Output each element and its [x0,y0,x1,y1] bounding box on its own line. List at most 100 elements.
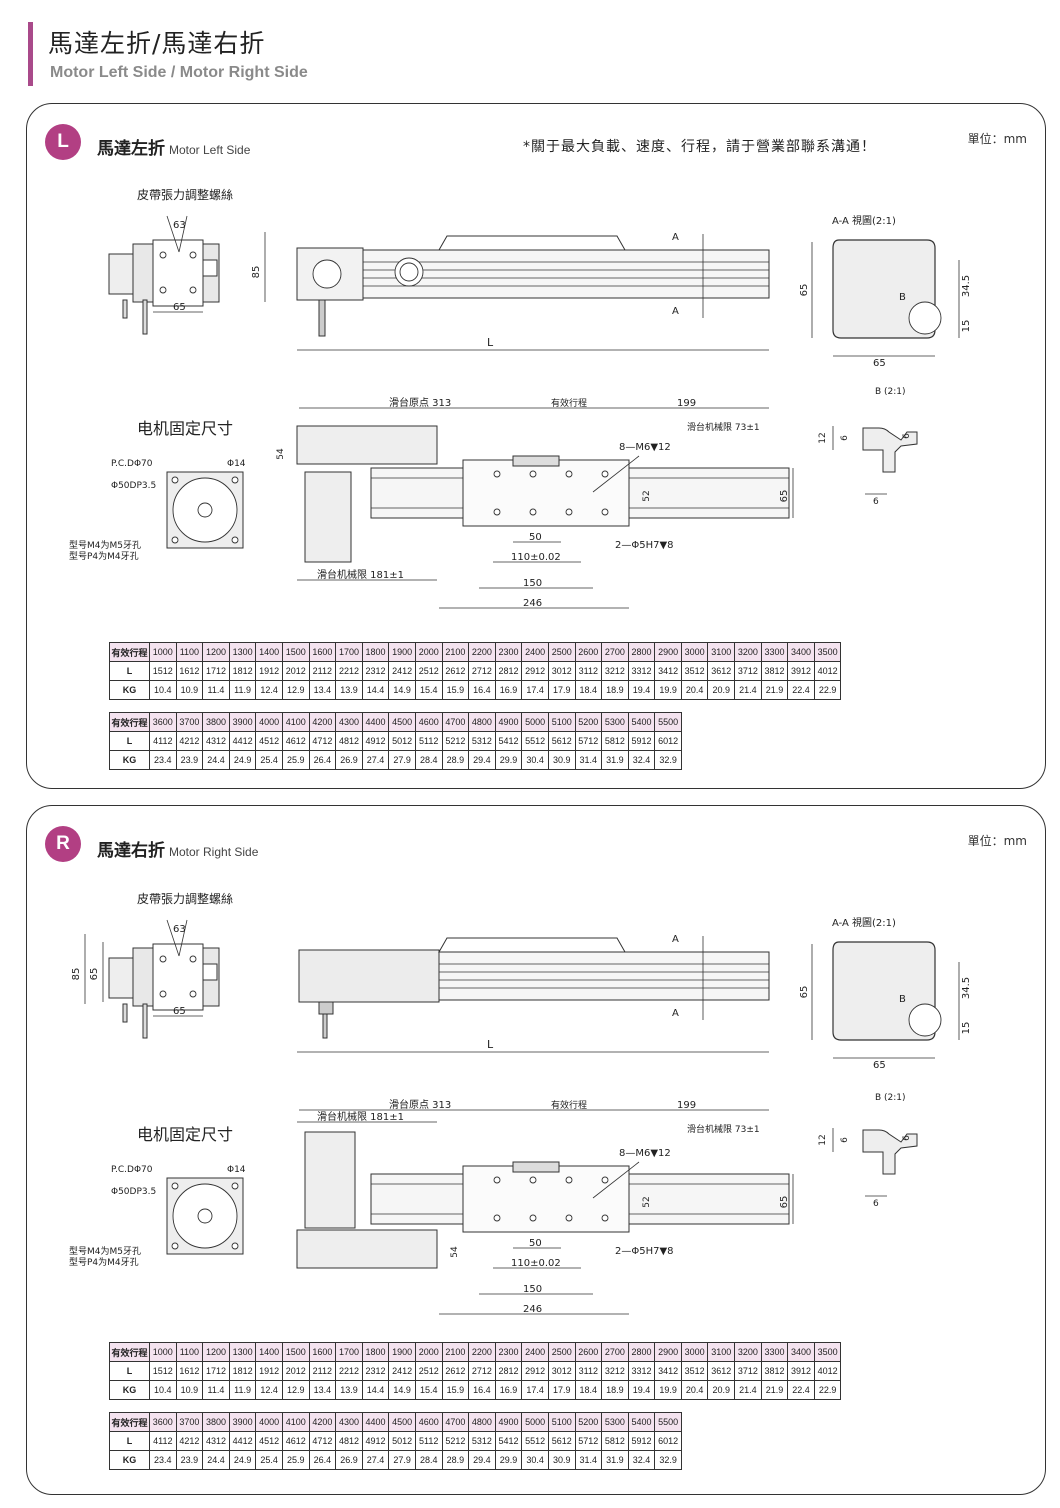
section-a-bottom: A [672,306,679,317]
dim-150: 150 [523,578,542,589]
table-cell: 4412 [228,1431,257,1451]
table-cell: 1400 [255,642,283,662]
table-cell: 22.9 [813,1380,842,1400]
table-cell: 4712 [308,731,337,751]
table-cell: 4600 [414,1412,443,1432]
table-cell: 15.9 [441,680,470,700]
table-cell: 4812 [335,731,363,751]
motor-block-top [296,425,438,465]
table-cell: 24.4 [202,1450,230,1470]
table-cell: 11.4 [202,1380,230,1400]
badge-left: L [45,124,81,160]
table-cell: 4000 [255,1412,283,1432]
table-cell: 3112 [574,661,603,681]
dim-65: 65 [873,358,886,369]
table-cell: 21.4 [734,680,762,700]
table-cell: 2900 [654,1342,682,1362]
section-subtitle: Motor Left Side [169,143,251,157]
table-cell: 5412 [494,731,523,751]
table-cell: 2400 [521,1342,549,1362]
tension-block [202,963,218,981]
table-cell: 3612 [707,1361,736,1381]
table-cell: 4512 [255,731,283,751]
table-cell: 21.9 [760,1380,789,1400]
dim-63: 63 [173,924,186,935]
table-cell: 3000 [680,642,709,662]
table-cell: 18.9 [601,680,629,700]
table-cell: 4100 [281,712,310,732]
section-title-text: 馬達右折 [97,841,165,861]
table-cell: 15.4 [414,1380,443,1400]
dim-6: 6 [840,435,850,441]
table-cell: 1800 [361,642,390,662]
mount-hole [171,476,179,484]
table-cell: 4400 [361,712,390,732]
spigot-label: Φ50DP3.5 [111,1187,156,1197]
table-cell: 3300 [760,1342,789,1362]
limit-73-label: 滑台机械限 73±1 [687,421,760,433]
table-cell: 1700 [335,642,363,662]
mount-hole [171,1242,179,1250]
table-cell: 5212 [441,731,470,751]
dim-63: 63 [173,220,186,231]
model-note-2: 型号P4为M4牙孔 [69,1256,139,1268]
table-cell: 4800 [468,1412,496,1432]
dim-34-5: 34.5 [961,275,972,297]
model-note-1: 型号M4为M5牙孔 [69,539,141,551]
unit-label: 單位：mm [967,834,1027,848]
leader-line [178,215,188,253]
table-cell: 3112 [574,1361,603,1381]
table-cell: 2500 [547,642,576,662]
table-cell: 10.4 [149,680,177,700]
model-note-2: 型号P4为M4牙孔 [69,550,139,562]
table-cell: 5512 [521,1431,549,1451]
table-cell: 31.9 [601,750,629,770]
table-cell: 19.9 [654,680,682,700]
table-cell: 6012 [654,731,682,751]
dim-6: 6 [902,1135,912,1141]
table-cell: 2212 [335,1361,363,1381]
table-cell: 3600 [149,1412,177,1432]
table-cell: 2412 [388,1361,416,1381]
dim-6: 6 [873,1199,879,1209]
pcd-label: P.C.DΦ70 [111,459,153,469]
table-cell: 3712 [734,1361,762,1381]
m6-hole [493,1176,501,1184]
carriage-top [438,937,626,953]
shaft-dia-label: Φ14 [227,1165,246,1175]
view-aa-label: A-A 視圖(2:1) [832,916,896,929]
table-cell: 11.4 [202,680,230,700]
detail-b-marker: B [899,994,906,1005]
table-cell: 3812 [760,661,789,681]
table-cell: 2500 [547,1342,576,1362]
table-cell: 3700 [175,712,204,732]
table-cell: 1712 [202,661,230,681]
dim-65: 65 [873,1060,886,1071]
dim-150: 150 [523,1284,542,1295]
pulley-inner [399,262,419,282]
table-cell: 2612 [441,661,470,681]
page-subtitle: Motor Left Side / Motor Right Side [50,64,308,81]
table-cell: 11.9 [228,680,257,700]
table-header-cell: KG [109,1380,150,1400]
table-cell: 4700 [441,1412,470,1432]
table-cell: 31.9 [601,1450,629,1470]
stroke-label: 有效行程 [551,1099,587,1111]
table-cell: 3412 [654,661,682,681]
table-cell: 26.4 [308,1450,337,1470]
m6-hole [565,1214,573,1222]
section-title-text: 馬達左折 [97,139,165,159]
table-cell: 4712 [308,1431,337,1451]
dim-50: 50 [529,532,542,543]
dim-85: 85 [71,968,82,981]
belt-adjust-label: 皮帶張力調整螺絲 [137,187,233,202]
table-cell: 23.4 [149,750,177,770]
table-cell: 2312 [361,661,390,681]
dim-65: 65 [779,490,790,503]
table-cell: 5812 [601,1431,629,1451]
tension-block [202,259,218,277]
table-cell: 17.9 [547,680,576,700]
table-header-cell: KG [109,750,150,770]
